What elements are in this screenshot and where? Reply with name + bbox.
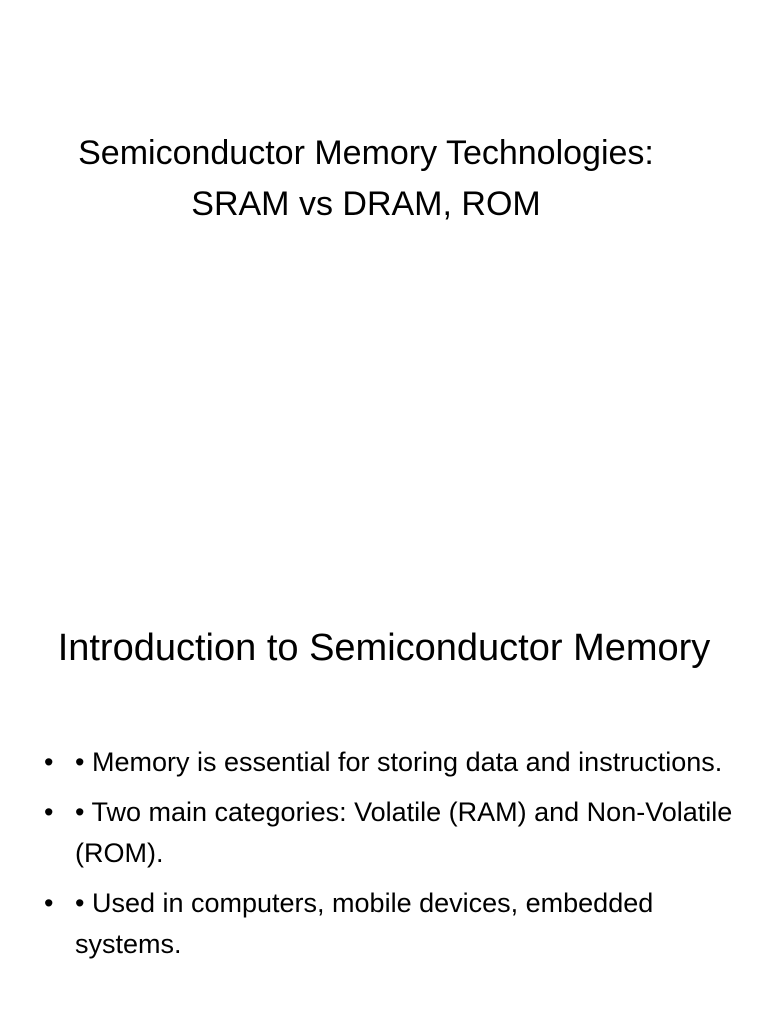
bullet-text: • Two main categories: Volatile (RAM) an… — [75, 797, 733, 868]
bullet-marker-icon: • — [44, 797, 54, 827]
slide-title: Semiconductor Memory Technologies: SRAM … — [78, 134, 654, 223]
bullet-item: • • Used in computers, mobile devices, e… — [44, 883, 734, 965]
slide-2-title: Introduction to Semiconductor Memory — [57, 627, 711, 669]
bullet-marker-icon: • — [44, 747, 54, 777]
bullet-item: • • Memory is essential for storing data… — [44, 742, 734, 783]
bullet-text: • Memory is essential for storing data a… — [75, 747, 723, 777]
slide-introduction: Introduction to Semiconductor Memory • •… — [0, 576, 768, 1024]
bullet-text: • Used in computers, mobile devices, emb… — [75, 888, 654, 959]
bullet-marker-icon: • — [44, 888, 54, 918]
slide-1-title: Semiconductor Memory Technologies: SRAM … — [78, 134, 654, 223]
bullet-item: • • Two main categories: Volatile (RAM) … — [44, 792, 734, 874]
bullet-list: • • Memory is essential for storing data… — [44, 742, 734, 974]
